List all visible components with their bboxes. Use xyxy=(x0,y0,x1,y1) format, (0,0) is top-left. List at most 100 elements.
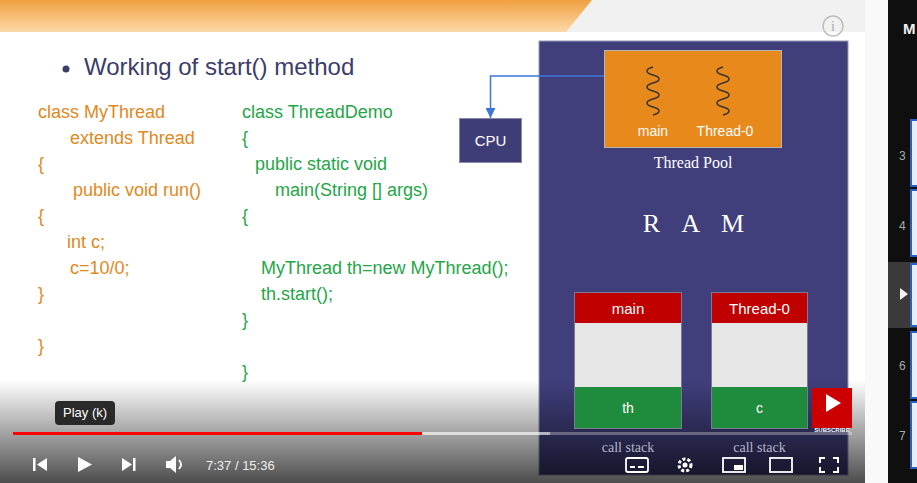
code-line: c=10/0; xyxy=(70,257,130,279)
prev-icon xyxy=(37,458,47,471)
code-line: public void run() xyxy=(73,179,201,201)
stack-caption: call stack xyxy=(602,441,654,455)
subscribe-badge xyxy=(826,394,841,412)
label-slot: 3 xyxy=(899,146,906,164)
playlist-number: 4 xyxy=(899,219,906,233)
cpu-box: CPU xyxy=(459,118,522,163)
code-line: class ThreadDemo xyxy=(242,101,393,123)
thread-name-slot: Thread-0 xyxy=(675,122,775,140)
label-slot: extends Thread xyxy=(70,127,195,149)
captions-icon xyxy=(630,466,644,468)
thread-pool-box: mainThread-0Thread Pool xyxy=(604,50,782,148)
prev-icon xyxy=(33,458,36,471)
label-slot: { xyxy=(38,153,44,175)
page-gap xyxy=(865,0,888,483)
label-slot: 4 xyxy=(899,216,906,234)
playlist-thumb xyxy=(911,120,917,186)
stack-variable: c xyxy=(712,387,807,428)
label-slot: } xyxy=(38,335,44,357)
stack-frame xyxy=(575,323,681,387)
miniplayer-icon xyxy=(723,458,745,472)
title-slot: Working of start() method xyxy=(84,53,354,81)
slide-title: Working of start() method xyxy=(84,53,354,81)
label-slot: { xyxy=(242,205,248,227)
stack-variable: th xyxy=(575,387,681,428)
code-line: { xyxy=(242,127,248,149)
next-icon xyxy=(133,458,136,471)
label-slot: { xyxy=(242,127,248,149)
code-line: public static void xyxy=(255,153,387,175)
captions-icon xyxy=(626,458,648,472)
info-icon xyxy=(823,16,843,36)
code-line: MyThread th=new MyThread(); xyxy=(261,257,509,279)
code-line: int c; xyxy=(67,231,105,253)
header-band xyxy=(0,0,865,32)
bullet xyxy=(63,66,70,73)
stack-variable-name: th xyxy=(622,400,634,416)
code-line: } xyxy=(242,309,248,331)
label-slot: } xyxy=(242,361,248,383)
label-slot: } xyxy=(38,283,44,305)
label-slot: public static void xyxy=(255,153,387,175)
orange-bar xyxy=(0,0,592,32)
code-line: { xyxy=(38,205,44,227)
subscribe-badge xyxy=(812,388,852,428)
slide-area xyxy=(0,0,865,483)
stack-frame xyxy=(712,323,807,387)
stack-header: main xyxy=(575,293,681,323)
stack-caption: call stack xyxy=(733,441,785,455)
thread-squiggle xyxy=(717,67,729,115)
thread-name: Thread-0 xyxy=(697,123,754,140)
subscribe-text: SUBSCRIBE xyxy=(814,427,849,434)
progress-buffer xyxy=(13,432,550,435)
call-stack: mainthcall stack xyxy=(574,292,682,429)
miniplayer-icon xyxy=(734,465,743,470)
thread-name: main xyxy=(638,123,668,140)
label-slot: 6 xyxy=(899,356,906,374)
label-slot: i xyxy=(823,17,843,35)
volume-icon xyxy=(166,456,176,473)
sidebar-heading: M xyxy=(903,20,916,38)
label-slot: class MyThread xyxy=(38,101,165,123)
label-slot: 7:37 / 15:36 xyxy=(206,456,275,474)
now-playing-icon xyxy=(900,288,908,300)
label-slot: public void run() xyxy=(73,179,201,201)
playlist-number: 7 xyxy=(899,429,906,443)
volume-icon xyxy=(179,460,181,469)
theater-icon xyxy=(770,458,792,472)
label-slot: Play (k) xyxy=(55,401,115,425)
playlist-number: 6 xyxy=(899,359,906,373)
stack-caption-slot: call stack xyxy=(712,438,807,456)
pool-caption: Thread Pool xyxy=(654,153,733,172)
label-slot: { xyxy=(38,205,44,227)
label-slot: SUBSCRIBE xyxy=(812,418,852,436)
label-slot: M xyxy=(903,20,916,38)
settings-icon xyxy=(683,463,688,468)
connector-arrow xyxy=(491,76,605,118)
code-line: { xyxy=(38,153,44,175)
playlist-thumb xyxy=(911,332,917,398)
label-slot: th.start(); xyxy=(261,283,333,305)
progress-track xyxy=(13,432,852,435)
thread-squiggle xyxy=(647,67,659,115)
stack-caption-slot: call stack xyxy=(575,438,681,456)
playlist-thumb xyxy=(911,190,917,256)
controls-shade xyxy=(0,380,865,483)
ram-title: R A M xyxy=(643,209,744,239)
label-slot: int c; xyxy=(67,231,105,253)
playlist-thumb xyxy=(911,264,917,326)
fullscreen-icon xyxy=(820,458,838,472)
thread-name-slot: main xyxy=(603,122,703,140)
stack-variable-name: c xyxy=(756,400,763,416)
stack-header: Thread-0 xyxy=(712,293,807,323)
stack-title: main xyxy=(612,300,645,317)
code-line: } xyxy=(242,361,248,383)
call-stack: Thread-0ccall stack xyxy=(711,292,808,429)
stack-title: Thread-0 xyxy=(729,300,790,317)
code-line: main(String [] args) xyxy=(275,179,428,201)
code-line: } xyxy=(38,283,44,305)
time-display: 7:37 / 15:36 xyxy=(206,458,275,474)
ram-region: mainThread-0Thread Poolmainthcall stackT… xyxy=(539,41,848,475)
play-icon xyxy=(78,457,92,472)
